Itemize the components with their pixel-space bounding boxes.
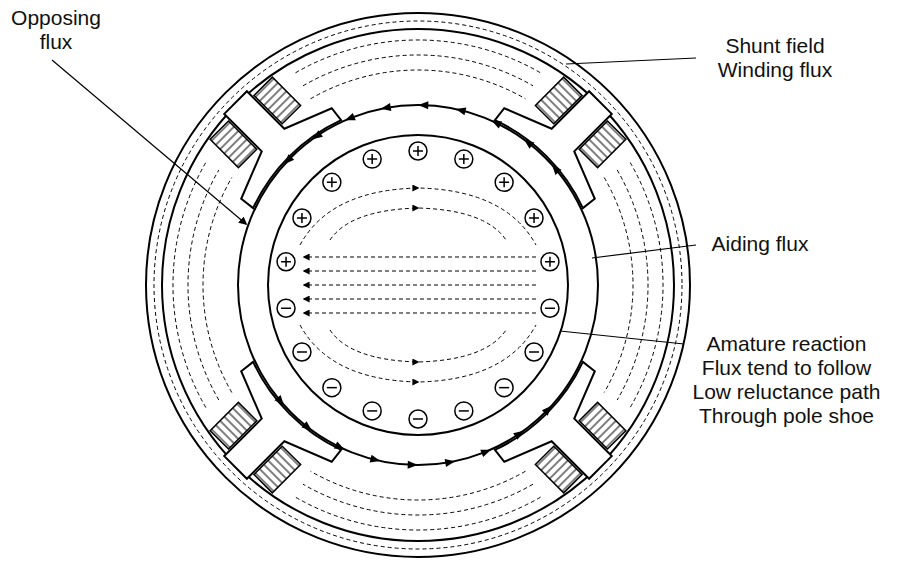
armature-reaction-flux bbox=[300, 188, 536, 382]
leader-lines bbox=[52, 58, 696, 344]
yoke bbox=[146, 13, 690, 557]
annotation-label: Opposing flux bbox=[4, 6, 108, 54]
annotation-label: Shunt field Winding flux bbox=[700, 34, 850, 82]
shunt-field-flux bbox=[173, 40, 663, 530]
annotation-label: Aiding flux bbox=[700, 232, 820, 256]
field-poles bbox=[190, 57, 645, 512]
annotation-label: Amature reaction Flux tend to follow Low… bbox=[688, 332, 885, 428]
armature bbox=[268, 135, 568, 435]
stator-bore bbox=[238, 105, 598, 465]
armature-conductors bbox=[277, 142, 559, 428]
